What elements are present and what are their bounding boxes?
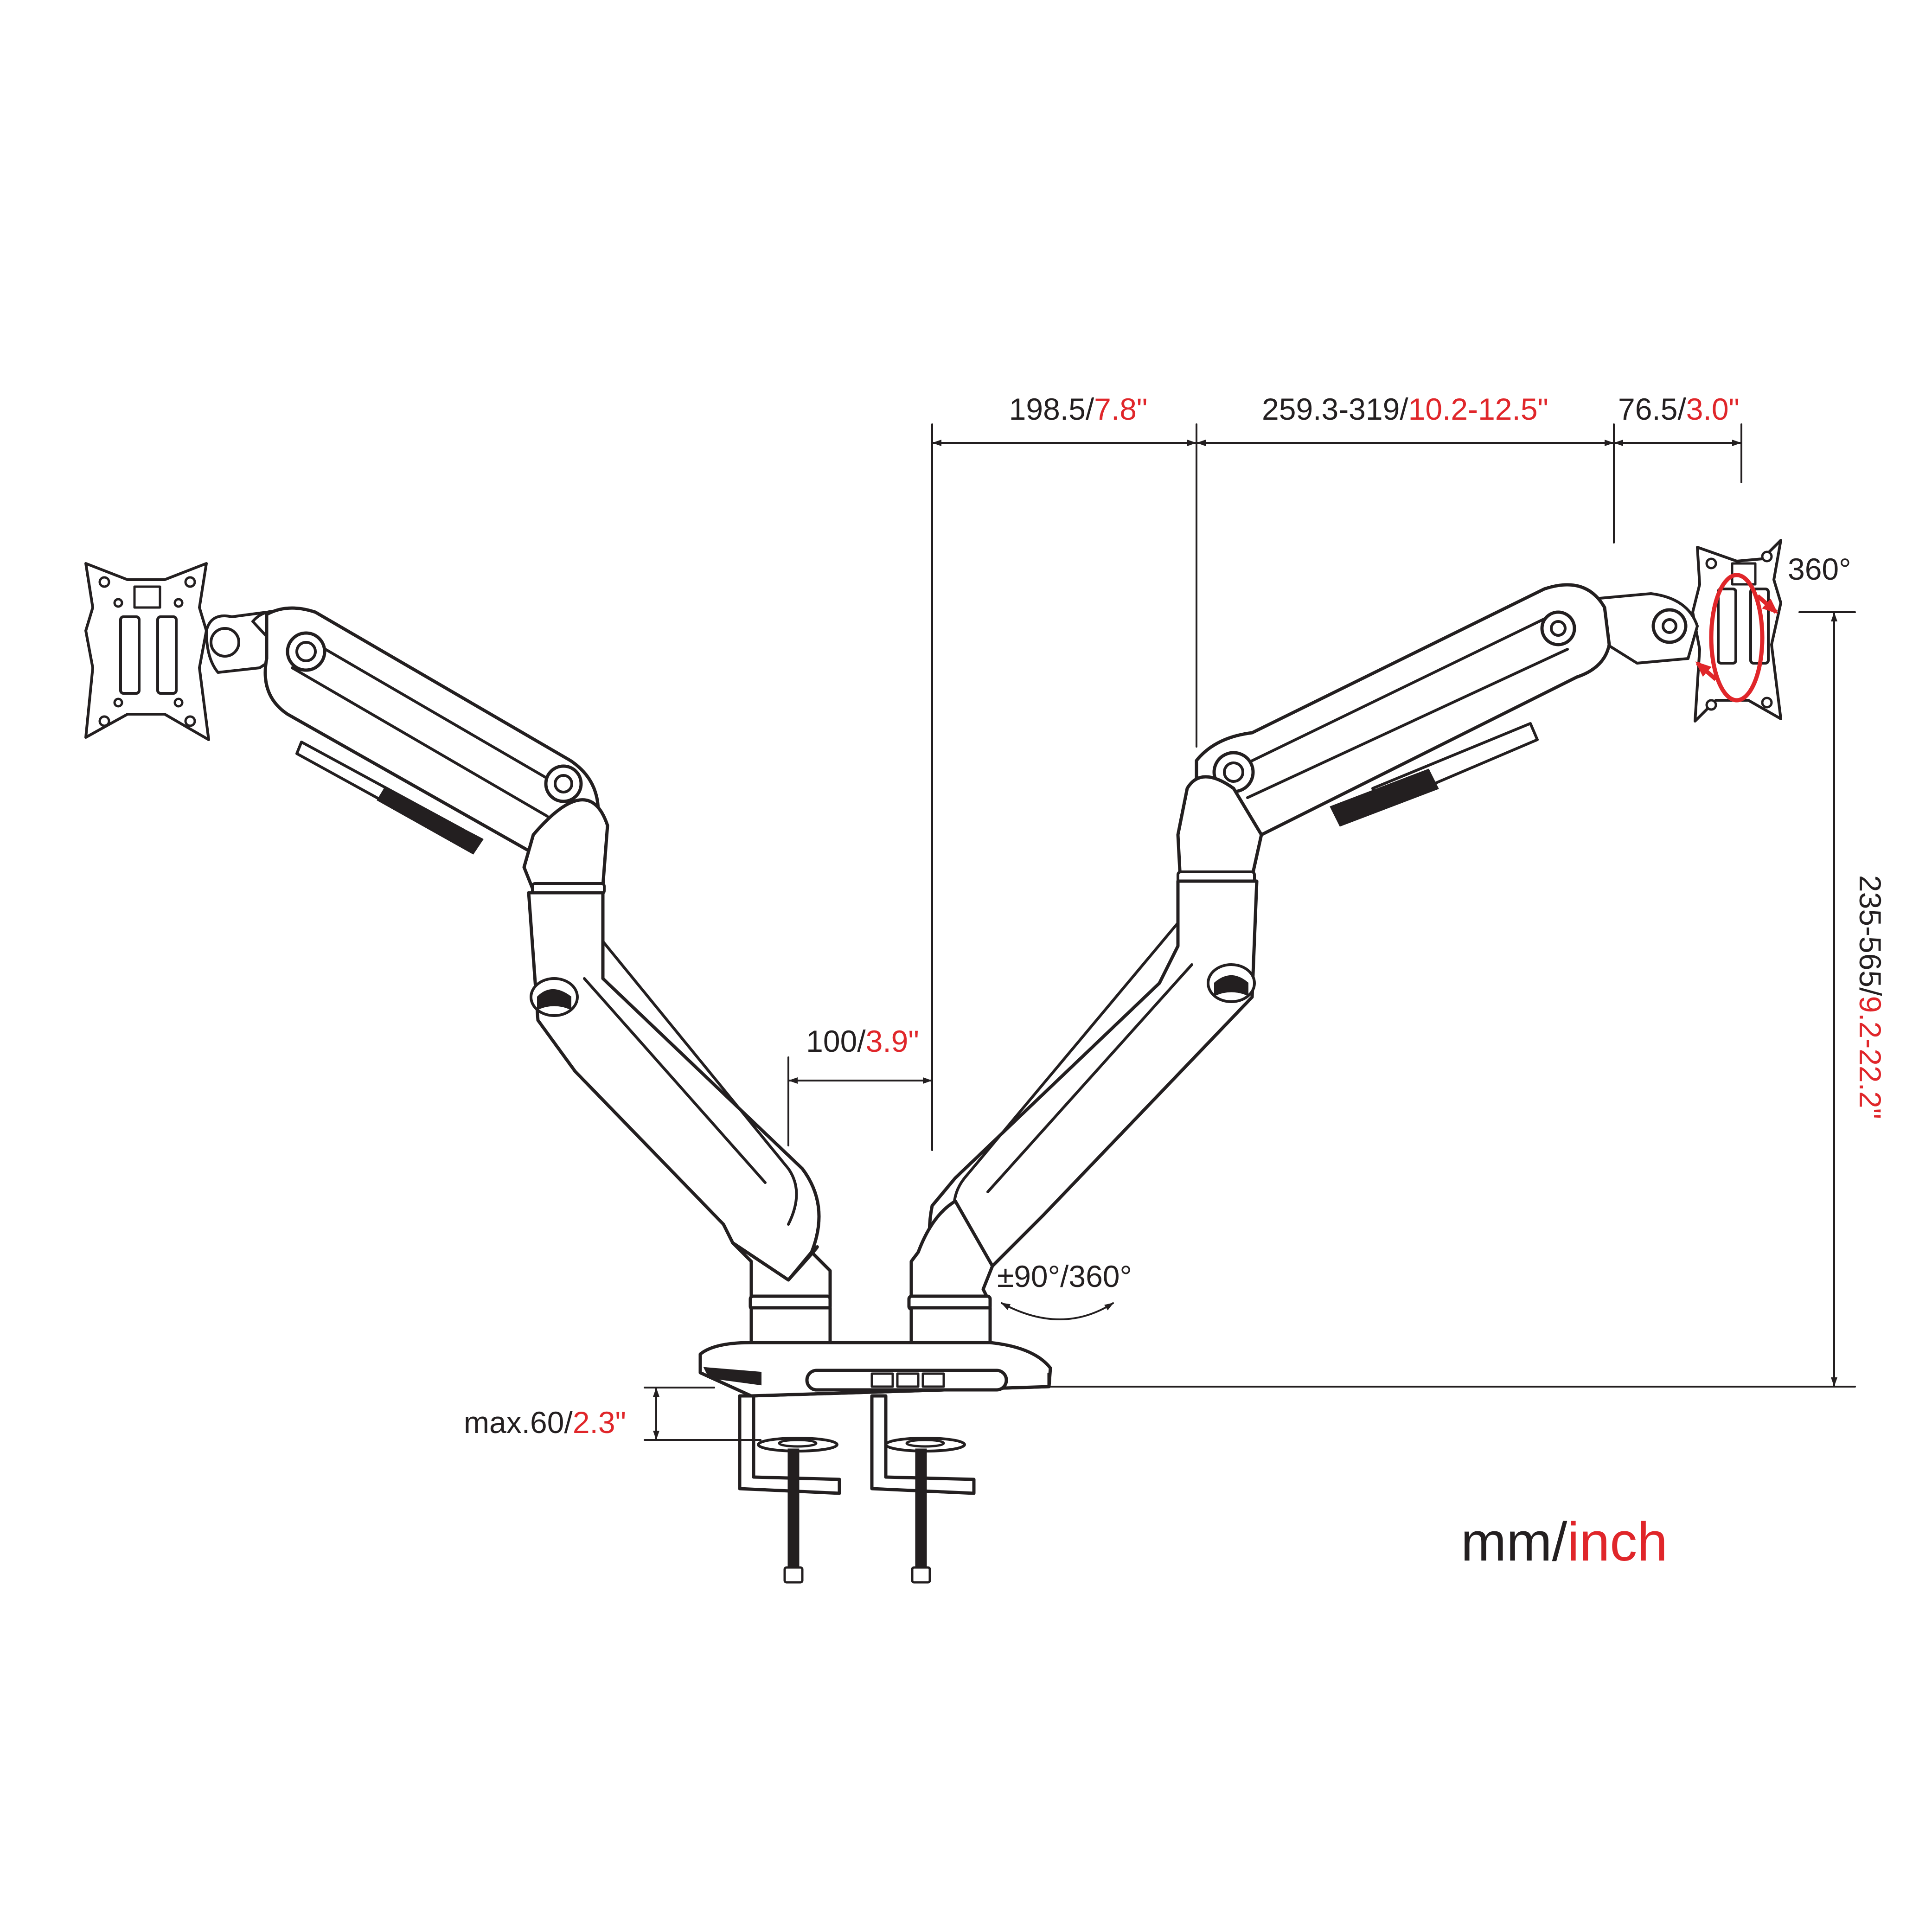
- right-tilt-joint: [1599, 592, 1699, 665]
- head-depth-label: 76.5/3.0": [1618, 392, 1740, 426]
- left-arm: [84, 562, 821, 1282]
- vesa-rotation-indicator: [1695, 573, 1778, 703]
- right-lower-arm: [928, 879, 1259, 1282]
- clamp-thickness-label: max.60/2.3": [464, 1405, 626, 1439]
- arm-extension-label: 259.3-319/10.2-12.5": [1262, 392, 1548, 426]
- left-vesa-plate: [84, 562, 210, 741]
- right-vesa-plate: [1691, 539, 1782, 723]
- right-upper-arm: [1195, 583, 1611, 841]
- height-range-label: 235-565/9.2-22.2": [1853, 875, 1887, 1119]
- right-arm: [928, 539, 1782, 1282]
- left-clamp: [738, 1394, 841, 1584]
- vesa-rotation-label: 360°: [1788, 552, 1851, 586]
- curved-arrow-icon: [1001, 1302, 1114, 1320]
- arm-swivel-label: ±90°/360°: [997, 1259, 1132, 1293]
- right-clamp: [870, 1394, 976, 1584]
- circular-arrow-icon: [1709, 573, 1765, 703]
- pole-spacing-label: 100/3.9": [806, 1024, 919, 1058]
- left-lower-arm: [527, 891, 821, 1282]
- units-legend: mm/inch: [1461, 1511, 1668, 1573]
- left-upper-arm: [263, 606, 600, 865]
- dimension-labels: 198.5/7.8" 259.3-319/10.2-12.5" 76.5/3.0…: [464, 392, 1887, 1573]
- dimension-lines: [644, 423, 1856, 1441]
- arm-reach-label: 198.5/7.8": [1009, 392, 1148, 426]
- desk-base: [698, 1341, 1052, 1398]
